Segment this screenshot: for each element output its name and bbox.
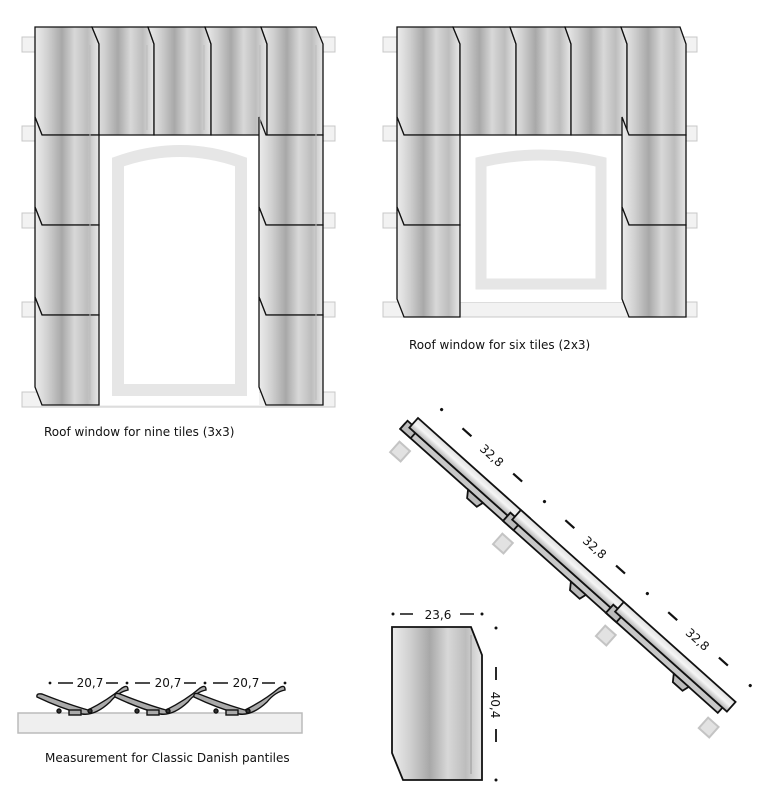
tile-width-label: 23,6 (425, 608, 452, 622)
tile-section (501, 508, 634, 623)
window-frame (475, 149, 607, 290)
slope-section: 32,8 32,8 32,8 (388, 407, 752, 739)
tile-height-label: 40,4 (488, 692, 502, 719)
caption-nine-tiles: Roof window for nine tiles (3x3) (44, 425, 234, 439)
battens (388, 440, 720, 739)
window-opening (99, 135, 259, 405)
tile-section (604, 600, 737, 715)
single-tile: 23,6 40,4 (391, 608, 502, 782)
caption-pantiles: Measurement for Classic Danish pantiles (45, 751, 290, 765)
slope-length-2: 32,8 (580, 534, 609, 562)
pantile-width-1: 20,7 (77, 676, 104, 690)
tiles (34, 26, 324, 406)
window-frame (112, 145, 247, 396)
roof-window-2x3: Roof window for six tiles (2x3) (382, 26, 698, 352)
roof-window-3x3: Roof window for nine tiles (3x3) (21, 26, 336, 439)
caption-six-tiles: Roof window for six tiles (2x3) (409, 338, 590, 352)
slope-length-1: 32,8 (477, 442, 506, 470)
pantile-width-3: 20,7 (233, 676, 260, 690)
pantile-measurement: 20,7 20,7 20,7 Measurement for Classic D… (17, 676, 303, 765)
dimension-line: 32,8 32,8 32,8 (440, 407, 752, 688)
pantile-width-2: 20,7 (155, 676, 182, 690)
slope-length-3: 32,8 (683, 626, 712, 654)
batten-board (17, 712, 303, 734)
tiles (396, 26, 687, 318)
